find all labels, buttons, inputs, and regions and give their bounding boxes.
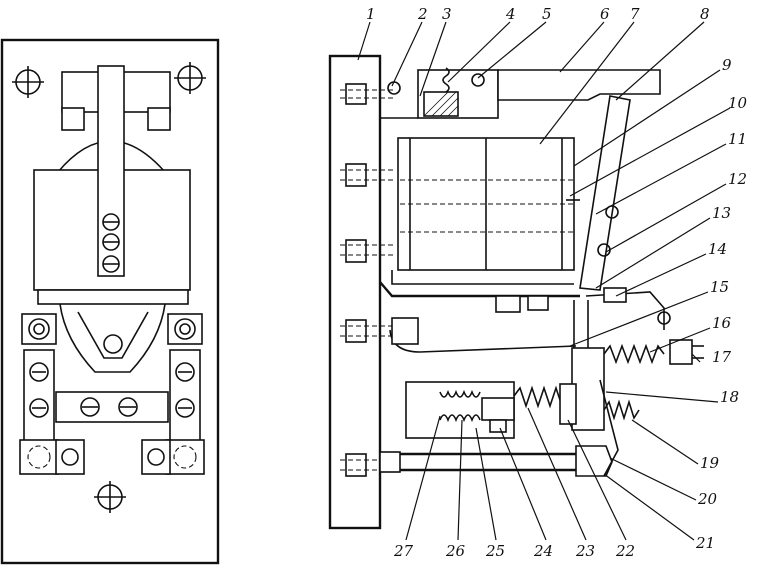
rod-end: [575, 445, 613, 477]
callout-label: 23: [575, 542, 595, 560]
stud: [340, 319, 396, 343]
callout-labels-top: 1 2 3 4 5 6 7 8: [366, 5, 710, 23]
callout-label: 13: [712, 204, 731, 222]
callout-label: 11: [728, 130, 747, 148]
nut-icon: [603, 287, 627, 303]
screw-icon: [61, 448, 79, 466]
callout-label: 7: [630, 5, 640, 23]
side-base-plate: [328, 54, 382, 530]
screw-icon: [80, 397, 100, 417]
nut-icon: [495, 295, 521, 313]
callout-label: 20: [697, 490, 718, 508]
yoke-inner-line: [391, 270, 574, 285]
callout-label: 6: [600, 5, 610, 23]
callout-label: 19: [700, 454, 720, 472]
contact-block: [571, 347, 605, 431]
contact-cross-bar: [55, 391, 169, 423]
callout-label: 16: [712, 314, 732, 332]
screw-icon: [102, 233, 120, 251]
front-mounting-hole: [174, 62, 206, 94]
bracket-foot: [147, 107, 171, 131]
callout-label: 22: [615, 542, 635, 560]
callout-label: 26: [445, 542, 466, 560]
callout-label: 15: [710, 278, 729, 296]
side-view: [328, 54, 704, 530]
callout-label: 18: [720, 388, 739, 406]
front-view: [0, 38, 220, 565]
spring-stop: [559, 383, 577, 425]
left-terminal-column: [19, 313, 59, 475]
callout-label: 27: [393, 542, 414, 560]
bottom-terminal: [55, 439, 85, 475]
front-base-plate: [0, 38, 220, 565]
screw-icon: [489, 419, 507, 433]
terminal-nut: [391, 317, 419, 345]
nut-icon: [387, 81, 401, 95]
callout-label: 17: [712, 348, 732, 366]
armature-strip: [97, 65, 125, 277]
slide-block: [481, 397, 515, 421]
stud: [340, 239, 396, 263]
front-mounting-hole: [94, 481, 126, 513]
inner-spring-lower: [439, 414, 481, 423]
callout-label: 12: [728, 170, 747, 188]
stud: [340, 453, 396, 477]
callout-label: 2: [417, 5, 428, 23]
stud: [340, 83, 396, 105]
upper-contact-spring: [603, 343, 665, 365]
screw-icon: [102, 213, 120, 231]
stud: [340, 163, 396, 187]
callout-label: 24: [533, 542, 553, 560]
callout-label: 25: [485, 542, 505, 560]
leader-lines: [357, 21, 731, 541]
callout-label: 21: [695, 534, 715, 552]
callout-label: 9: [722, 56, 732, 74]
wire-15: [389, 329, 577, 353]
callout-label: 5: [542, 5, 552, 23]
bracket-foot: [61, 107, 85, 131]
nut-icon: [527, 295, 549, 311]
top-spring: [442, 67, 450, 93]
pivot-icon: [471, 73, 485, 87]
right-terminal-column: [165, 313, 205, 475]
screw-icon: [102, 255, 120, 273]
callout-label: 3: [442, 5, 452, 23]
contact-icon: [657, 311, 671, 325]
callout-label: 1: [366, 5, 376, 23]
callout-label: 8: [700, 5, 710, 23]
adjust-nut: [669, 339, 693, 365]
lower-contact-spring: [603, 399, 640, 421]
screw-icon: [147, 448, 165, 466]
hatching: [423, 91, 459, 117]
callout-label: 14: [708, 240, 727, 258]
callout-labels-bottom: 27 26 25 24 23 22: [393, 542, 635, 560]
yoke-shape: [59, 303, 166, 373]
armature-plate: [579, 95, 631, 291]
inner-spring: [439, 389, 481, 398]
center-screw-icon: [103, 334, 123, 354]
contact-finger: [599, 379, 619, 477]
front-mounting-hole: [12, 66, 44, 98]
rod-nut: [379, 451, 401, 473]
return-spring: [513, 385, 569, 409]
callout-label: 10: [728, 94, 748, 112]
callout-labels-right: 9 10 11 12 13 14 15 16 17 18 19 20 21: [695, 56, 748, 552]
yoke-bar: [37, 289, 189, 305]
armature-lever: [497, 69, 661, 101]
yoke-inner: [77, 311, 149, 359]
callout-label: 4: [505, 5, 516, 23]
screw-icon: [118, 397, 138, 417]
bottom-terminal: [141, 439, 171, 475]
